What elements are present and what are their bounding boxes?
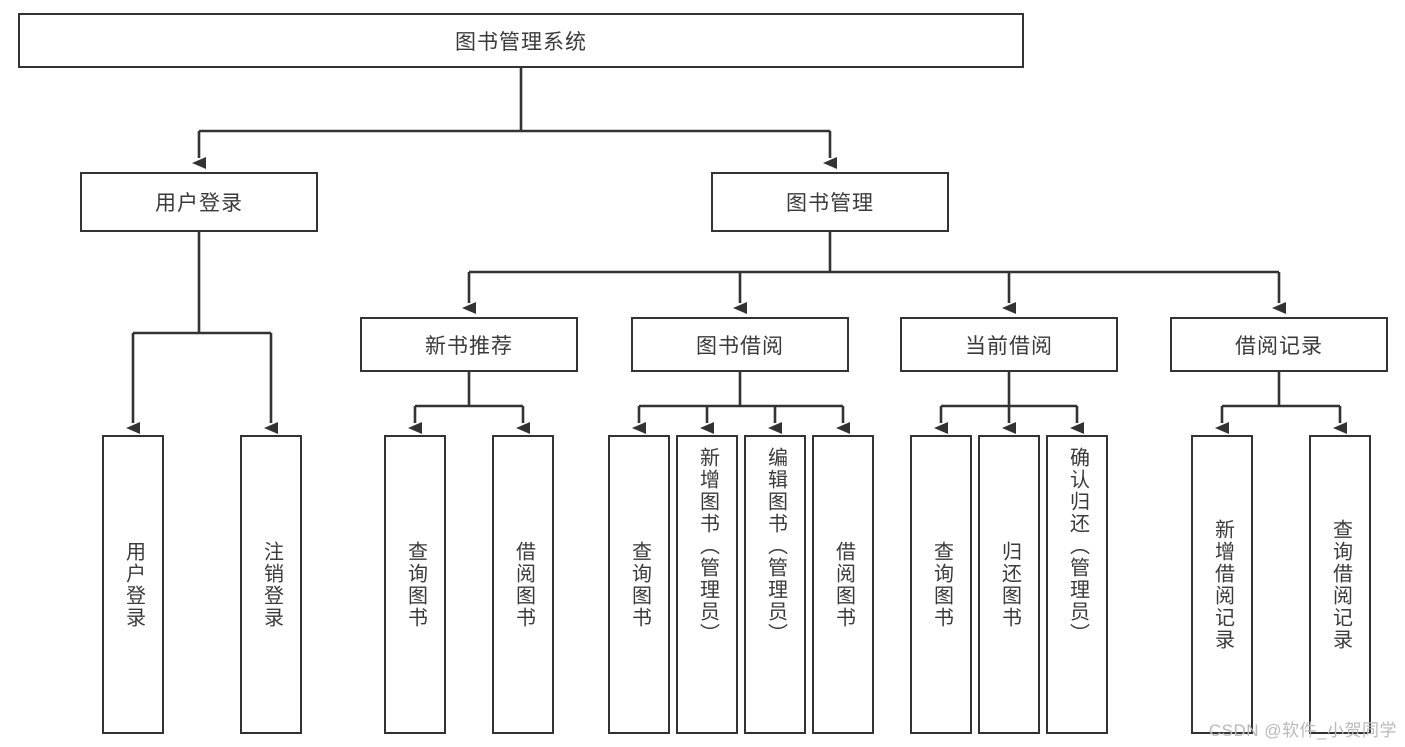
node-leaf-confirm-return[interactable]: 确认归还（管理员） [1046, 435, 1108, 734]
node-leaf-add-record-label: 新增借阅记录 [1211, 518, 1234, 651]
node-book-borrow[interactable]: 图书借阅 [631, 317, 849, 372]
node-leaf-user-login-label: 用户登录 [122, 540, 145, 629]
node-leaf-edit-book-label: 编辑图书（管理员） [764, 447, 787, 645]
node-book-borrow-label: 图书借阅 [696, 334, 784, 358]
node-user-login-label: 用户登录 [155, 192, 243, 215]
node-leaf-query-book-2-label: 查询图书 [628, 540, 651, 629]
node-leaf-add-book-label: 新增图书（管理员） [696, 447, 719, 645]
node-leaf-confirm-return-label: 确认归还（管理员） [1066, 447, 1089, 645]
node-leaf-query-book-1-label: 查询图书 [404, 540, 427, 629]
node-leaf-query-record[interactable]: 查询借阅记录 [1309, 435, 1371, 734]
node-borrow-record-label: 借阅记录 [1235, 334, 1323, 358]
node-new-book-rec-label: 新书推荐 [425, 334, 513, 358]
node-leaf-add-record[interactable]: 新增借阅记录 [1191, 435, 1253, 734]
watermark: CSDN @软件_小贺同学 [1208, 721, 1397, 740]
node-leaf-return-book-label: 归还图书 [998, 540, 1021, 629]
node-root[interactable]: 图书管理系统 [18, 13, 1024, 68]
node-leaf-query-book-3[interactable]: 查询图书 [910, 435, 972, 734]
node-current-borrow[interactable]: 当前借阅 [900, 317, 1118, 372]
node-new-book-rec[interactable]: 新书推荐 [360, 317, 578, 372]
node-leaf-query-book-1[interactable]: 查询图书 [384, 435, 446, 734]
node-leaf-user-logout[interactable]: 注销登录 [240, 435, 302, 734]
node-leaf-edit-book[interactable]: 编辑图书（管理员） [744, 435, 806, 734]
node-current-borrow-label: 当前借阅 [965, 334, 1053, 358]
node-leaf-borrow-book-1-label: 借阅图书 [512, 540, 535, 629]
node-leaf-add-book[interactable]: 新增图书（管理员） [676, 435, 738, 734]
node-book-mgmt[interactable]: 图书管理 [711, 172, 949, 232]
node-leaf-user-login[interactable]: 用户登录 [102, 435, 164, 734]
node-leaf-query-record-label: 查询借阅记录 [1329, 518, 1352, 651]
node-leaf-query-book-2[interactable]: 查询图书 [608, 435, 670, 734]
node-leaf-borrow-book-1[interactable]: 借阅图书 [492, 435, 554, 734]
node-borrow-record[interactable]: 借阅记录 [1170, 317, 1388, 372]
node-user-login[interactable]: 用户登录 [80, 172, 318, 232]
node-root-label: 图书管理系统 [455, 30, 587, 54]
node-book-mgmt-label: 图书管理 [786, 192, 874, 215]
node-leaf-return-book[interactable]: 归还图书 [978, 435, 1040, 734]
node-leaf-query-book-3-label: 查询图书 [930, 540, 953, 629]
node-leaf-borrow-book-2[interactable]: 借阅图书 [812, 435, 874, 734]
node-leaf-borrow-book-2-label: 借阅图书 [832, 540, 855, 629]
node-leaf-user-logout-label: 注销登录 [260, 540, 283, 629]
